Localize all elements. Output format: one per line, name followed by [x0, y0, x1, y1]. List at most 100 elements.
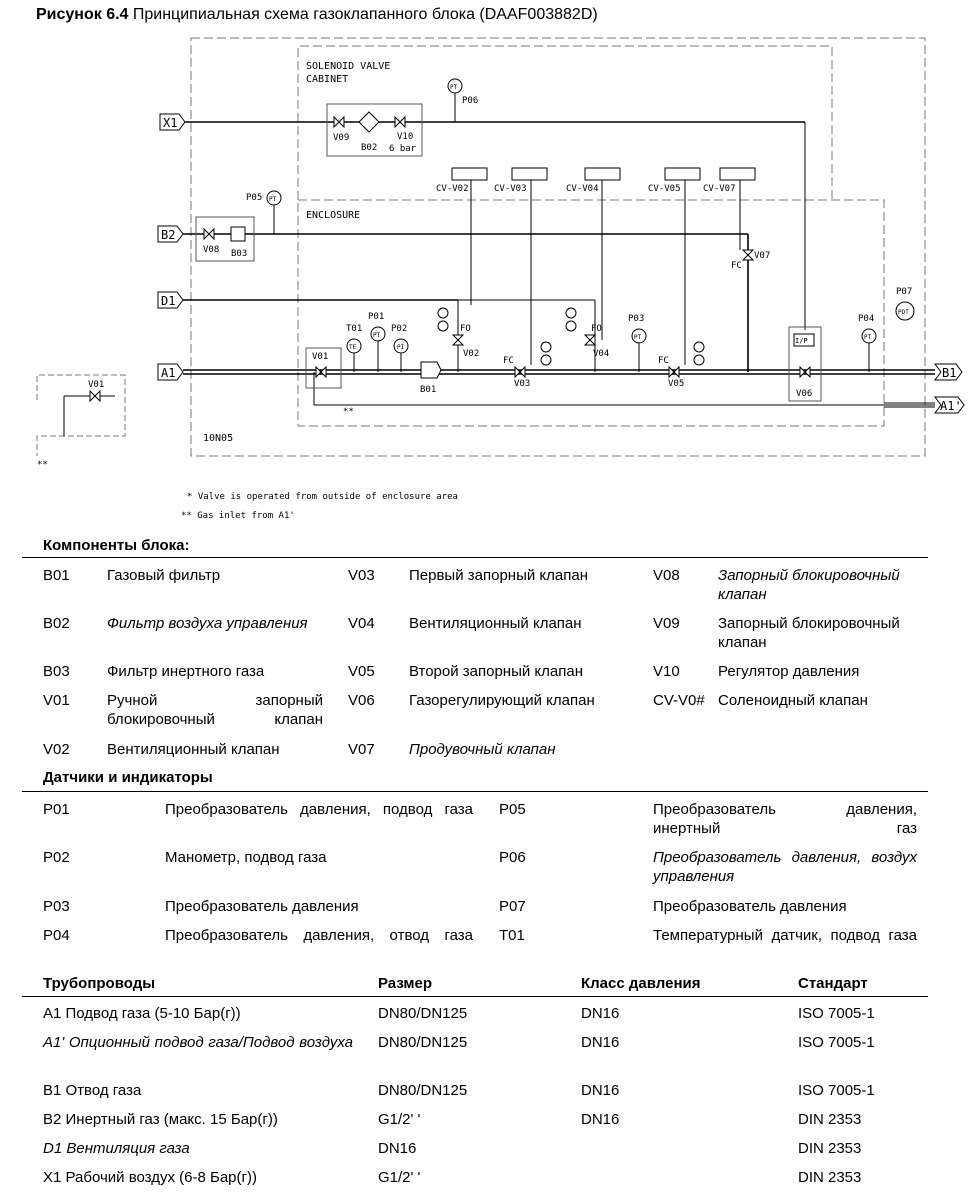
components-heading: Компоненты блока: — [43, 537, 190, 554]
pipe-pressure-class: DN16 — [581, 1082, 620, 1099]
sensor-name: Преобразователь давления, подвод газа — [165, 801, 473, 818]
svg-text:P05: P05 — [246, 193, 262, 203]
sensors-heading: Датчики и индикаторы — [43, 769, 213, 786]
filter-b03-icon — [230, 226, 246, 242]
svg-text:V03: V03 — [514, 379, 530, 389]
svg-text:V09: V09 — [333, 133, 349, 143]
pipe-standard: DIN 2353 — [798, 1111, 862, 1128]
valve-v05-icon — [668, 365, 680, 379]
pt-p06-icon — [447, 78, 463, 94]
sensor-code: T01 — [499, 927, 525, 944]
sensor-code: P07 — [499, 898, 526, 915]
figure-caption: Принципиальная схема газоклапанного блок… — [128, 6, 598, 23]
sensors-rule — [22, 791, 928, 792]
pdt-p07-icon — [895, 301, 915, 321]
svg-text:V08: V08 — [203, 245, 219, 255]
svg-text:PT: PT — [269, 196, 277, 203]
pt-p03-icon — [631, 328, 647, 344]
valve-v09-icon — [333, 115, 345, 129]
enclosure-label: ENCLOSURE — [306, 210, 360, 221]
component-name: Соленоидный клапан — [718, 692, 868, 709]
pipes-header-class: Класс давления — [581, 975, 701, 992]
svg-text:P02: P02 — [391, 324, 407, 334]
component-name: Запорный блокировочный клапан — [718, 615, 900, 651]
valve-v04-icon — [583, 334, 597, 346]
component-name: Регулятор давления — [718, 663, 860, 680]
cabinet-boundary — [297, 45, 833, 200]
sensor-code: P04 — [43, 927, 70, 944]
component-code: B02 — [43, 615, 70, 632]
component-code: V01 — [43, 692, 70, 709]
component-name: Ручной запорный блокировочный клапан — [107, 692, 323, 728]
svg-text:V01: V01 — [88, 380, 104, 390]
pt-p05-icon — [266, 190, 282, 206]
component-name: Вентиляционный клапан — [409, 615, 582, 632]
terminal-d1: D1 — [157, 291, 184, 309]
filter-b01-icon — [420, 361, 442, 379]
component-code: V05 — [348, 663, 375, 680]
svg-text:CV-V02: CV-V02 — [436, 184, 469, 194]
svg-text:CV-V04: CV-V04 — [566, 184, 599, 194]
svg-text:B1: B1 — [942, 366, 956, 380]
sensor-code: P01 — [43, 801, 70, 818]
svg-text:V10: V10 — [397, 132, 413, 142]
pipes-header-name: Трубопроводы — [43, 975, 156, 992]
svg-text:V05: V05 — [668, 379, 684, 389]
svg-text:P03: P03 — [628, 314, 644, 324]
pt-p04-icon — [861, 328, 877, 344]
pipes-header-standard: Стандарт — [798, 975, 868, 992]
component-code: B01 — [43, 567, 70, 584]
svg-text:PT: PT — [450, 84, 458, 91]
svg-text:PI: PI — [397, 344, 405, 351]
note-1: * Valve is operated from outside of encl… — [187, 492, 458, 502]
svg-text:B03: B03 — [231, 249, 247, 259]
valve-v03-icon — [514, 365, 526, 379]
pt-p01-icon — [370, 326, 386, 342]
component-code: V03 — [348, 567, 375, 584]
sensor-name: Преобразователь давления, воздух управле… — [653, 849, 917, 885]
v09-v10-box — [326, 103, 423, 157]
solenoid-cv-v07: CV-V07 — [703, 167, 756, 250]
pipe-name: A1' Опционный подвод газа/Подвод воздуха — [43, 1034, 353, 1051]
svg-text:FC: FC — [503, 356, 514, 366]
pipes-header-size: Размер — [378, 975, 433, 992]
component-name: Второй запорный клапан — [409, 663, 583, 680]
schematic-diagram: SOLENOID VALVE CABINET ENCLOSURE 10N05 X… — [36, 37, 965, 521]
svg-text:PT: PT — [373, 332, 381, 339]
svg-text:V04: V04 — [593, 349, 609, 359]
pipe-name: B1 Отвод газа — [43, 1082, 142, 1099]
svg-text:B02: B02 — [361, 143, 377, 153]
pipe-standard: ISO 7005-1 — [798, 1005, 875, 1022]
svg-text:X1: X1 — [163, 116, 177, 130]
svg-text:PT: PT — [634, 334, 642, 341]
valve-v01-icon — [315, 365, 327, 379]
block-label: 10N05 — [203, 433, 233, 444]
svg-text:PT: PT — [864, 334, 872, 341]
figure-title: Рисунок 6.4 Принципиальная схема газокла… — [36, 6, 598, 24]
svg-text:V07: V07 — [754, 251, 770, 261]
valve-v07-icon — [741, 249, 755, 261]
svg-text:B2: B2 — [161, 228, 175, 242]
pipe-name: A1 Подвод газа (5-10 Бар(г)) — [43, 1005, 241, 1022]
svg-text:CV-V05: CV-V05 — [648, 184, 681, 194]
pi-p02-icon — [393, 338, 409, 354]
component-code: B03 — [43, 663, 70, 680]
valve-v02-icon — [451, 334, 465, 346]
svg-text:P01: P01 — [368, 312, 384, 322]
pipe-size: DN80/DN125 — [378, 1034, 468, 1051]
regulator-v10-icon — [394, 115, 406, 129]
component-code: V08 — [653, 567, 680, 584]
svg-text:P07: P07 — [896, 287, 912, 297]
svg-text:FC: FC — [658, 356, 669, 366]
svg-text:P06: P06 — [462, 96, 478, 106]
filter-b02-icon — [358, 111, 380, 133]
sensor-name: Температурный датчик, подвод газа — [653, 927, 917, 944]
block-boundary — [190, 37, 926, 457]
svg-text:V06: V06 — [796, 389, 812, 399]
svg-text:D1: D1 — [161, 294, 175, 308]
svg-text:V02: V02 — [463, 349, 479, 359]
terminal-x1: X1 — [159, 113, 186, 131]
svg-text:FC: FC — [731, 261, 742, 271]
valve-v06-icon — [799, 365, 811, 379]
terminal-a1-prime: A1' — [934, 396, 965, 414]
